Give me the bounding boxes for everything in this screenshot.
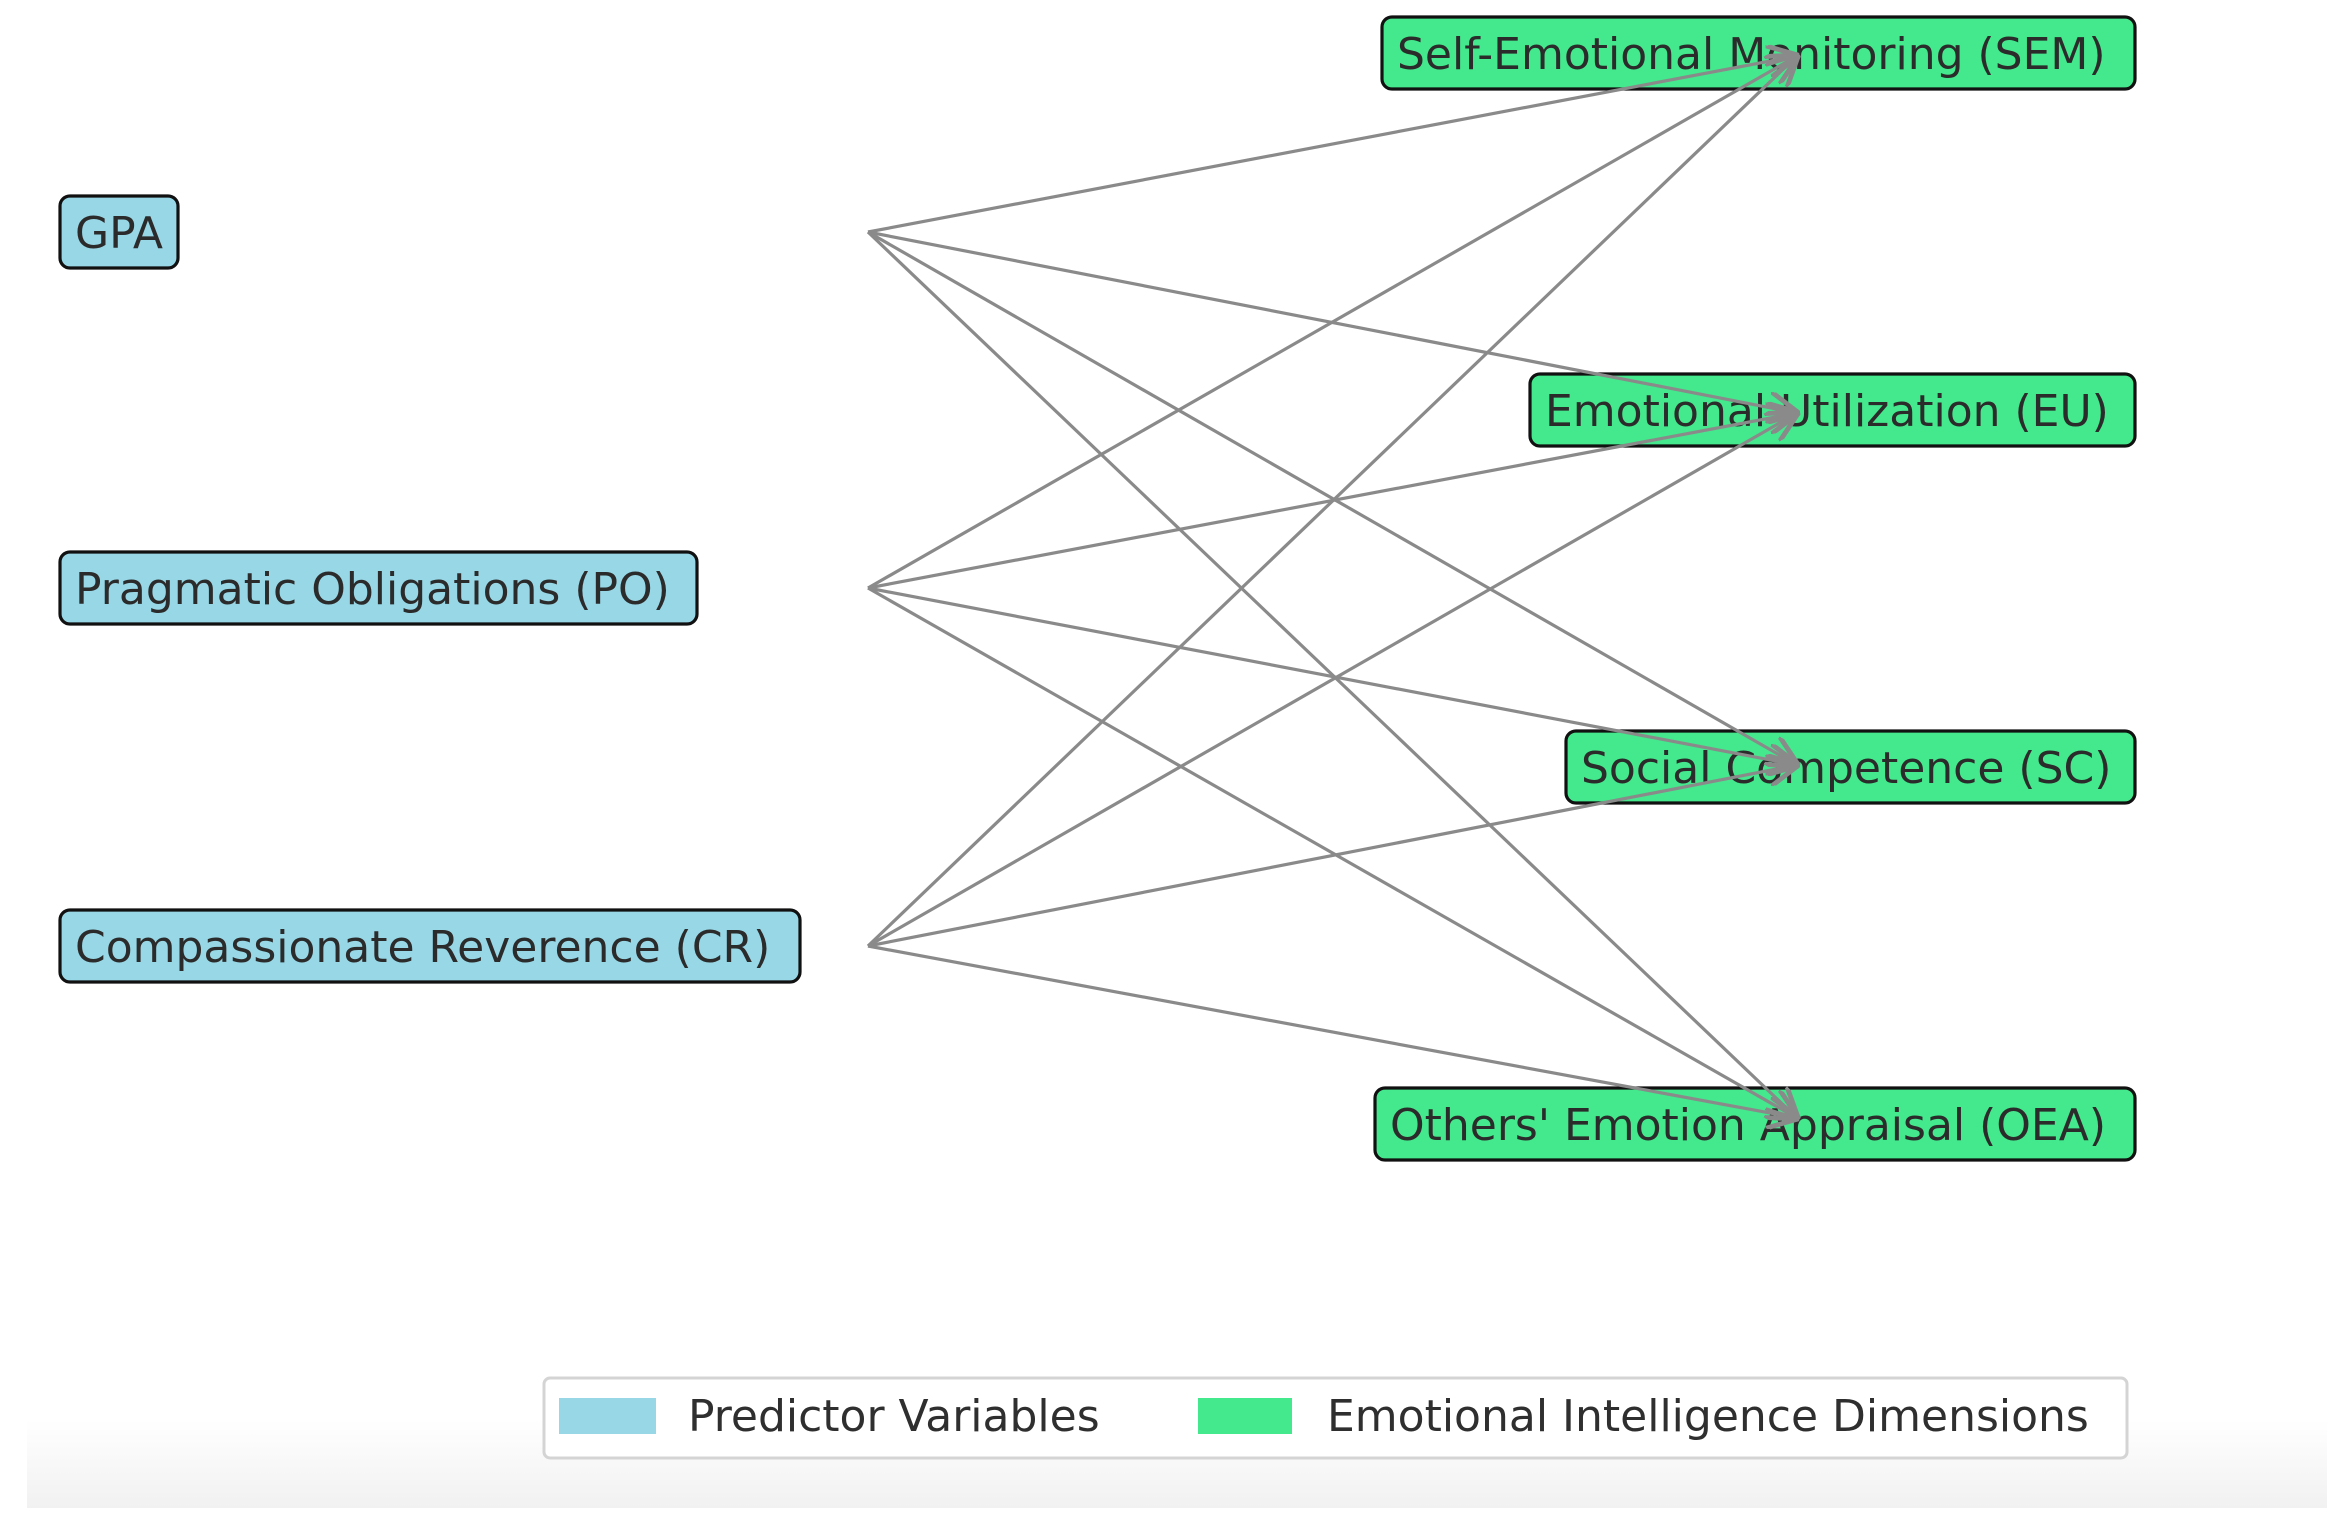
- predictor-node-cr-box: [58, 908, 802, 984]
- outcome-node-sc-label: Social Competence (SC): [1581, 743, 2111, 794]
- edge-cr-to-sem: [866, 56, 1797, 948]
- predictor-node-gpa-label: GPA: [75, 208, 163, 259]
- edge-po-to-sc: [867, 586, 1797, 765]
- edge-cr-to-oea: [867, 944, 1797, 1118]
- predictor-node-cr-label: Compassionate Reverence (CR): [75, 922, 770, 973]
- outcome-node-eu-label: Emotional Utilization (EU): [1545, 386, 2109, 437]
- edge-gpa-to-sc: [867, 230, 1797, 765]
- predictor-node-po: Pragmatic Obligations (PO): [58, 550, 699, 626]
- predictor-node-po-label: Pragmatic Obligations (PO): [75, 564, 670, 615]
- legend-frame: [542, 1376, 2129, 1460]
- outcome-node-oea-box: [1373, 1086, 2137, 1162]
- edge-po-to-oea: [867, 586, 1797, 1118]
- legend: Predictor Variables Emotional Intelligen…: [542, 1376, 2129, 1460]
- legend-label-outcome: Emotional Intelligence Dimensions: [1327, 1391, 2089, 1442]
- edges-layer: [866, 56, 1797, 1118]
- edge-cr-to-sc: [867, 765, 1797, 948]
- outcome-node-eu: Emotional Utilization (EU): [1528, 372, 2137, 448]
- outcome-node-sem: Self-Emotional Monitoring (SEM): [1380, 15, 2137, 91]
- predictor-node-cr: Compassionate Reverence (CR): [58, 908, 802, 984]
- nodes-layer: GPA Pragmatic Obligations (PO) Compassiona…: [58, 15, 2137, 1162]
- outcome-node-sem-label: Self-Emotional Monitoring (SEM): [1397, 29, 2106, 80]
- outcome-node-oea: Others' Emotion Appraisal (OEA): [1373, 1086, 2137, 1162]
- legend-swatch-predictor: [559, 1398, 656, 1434]
- predictor-node-gpa: GPA: [58, 194, 180, 270]
- edge-gpa-to-sem: [867, 56, 1797, 234]
- predictor-node-po-box: [58, 550, 699, 626]
- outcome-node-sem-box: [1380, 15, 2137, 91]
- predictor-node-gpa-box: [58, 194, 180, 270]
- edge-cr-to-eu: [867, 413, 1797, 948]
- edge-po-to-sem: [867, 56, 1797, 590]
- legend-label-predictor: Predictor Variables: [688, 1391, 1100, 1442]
- legend-swatch-outcome: [1198, 1398, 1292, 1434]
